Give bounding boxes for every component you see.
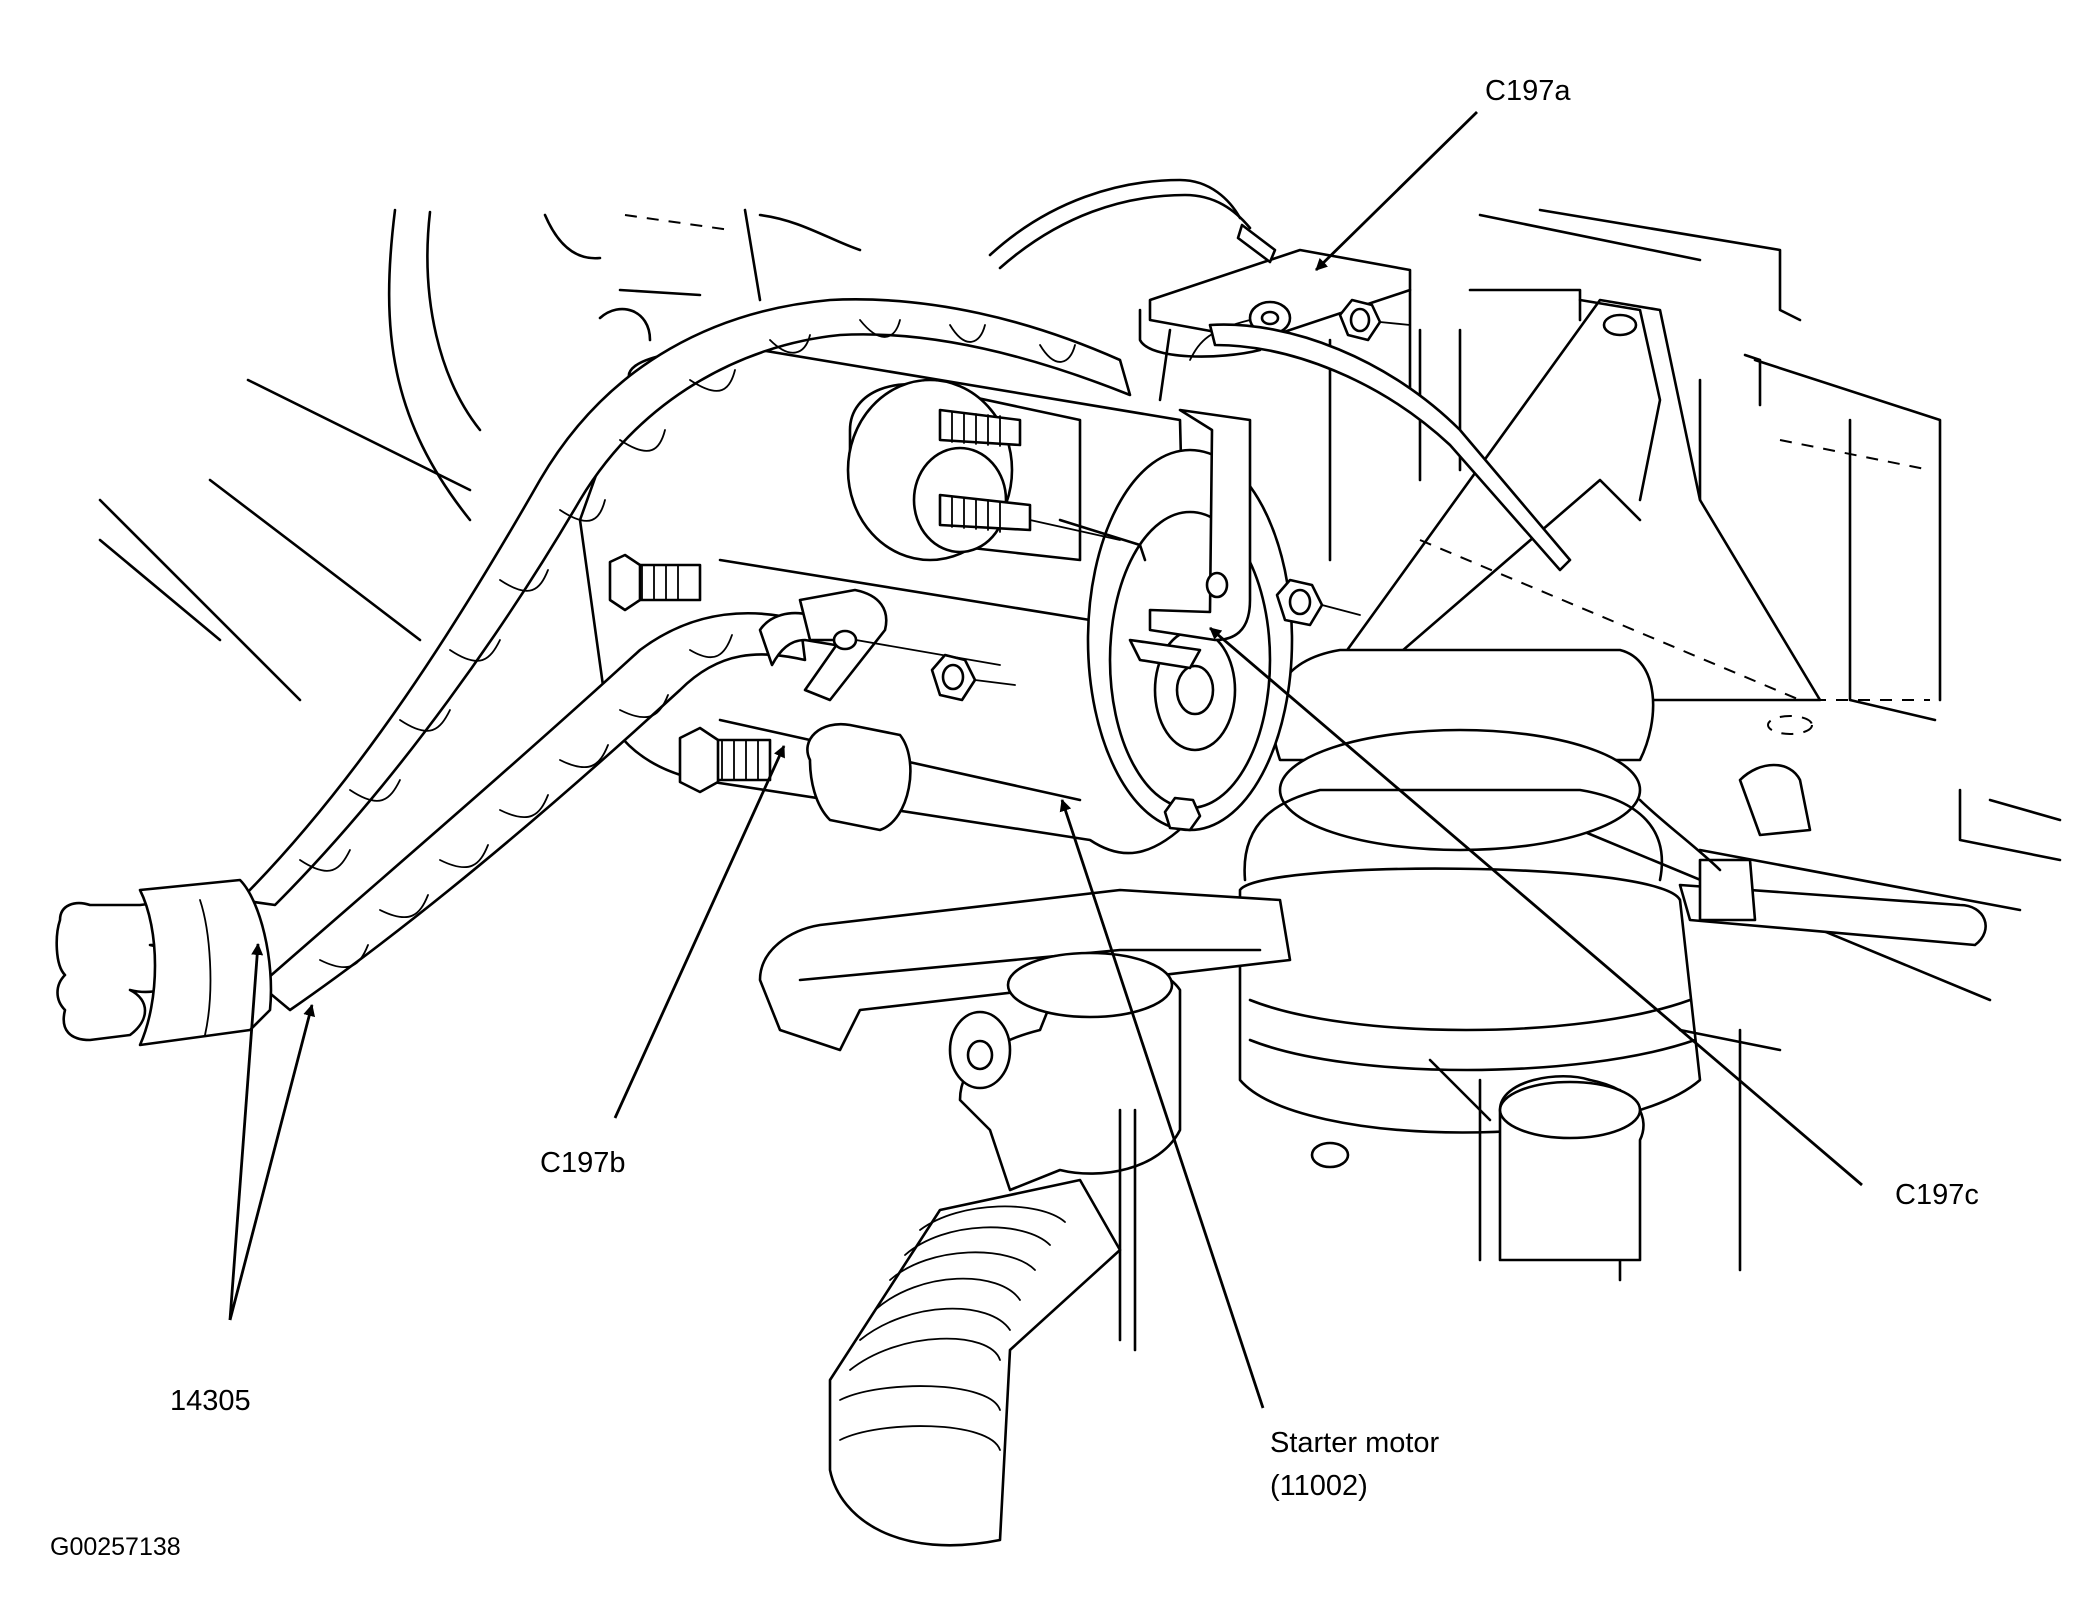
transmission-housing <box>1238 648 1782 1282</box>
leader-harness-2 <box>228 1004 316 1321</box>
wire-harness-14305 <box>55 298 1132 1047</box>
right-hose-and-clip <box>1638 763 1987 947</box>
upper-bracket-block <box>1138 248 1412 402</box>
leader-harness-1 <box>228 943 264 1321</box>
label-starter-motor: Starter motor <box>1270 1427 1440 1459</box>
label-c197b: C197b <box>540 1147 625 1179</box>
callout-labels: C197a C197b C197c 14305 Starter motor (1… <box>50 75 1979 1561</box>
label-starter-part-number: (11002) <box>1270 1470 1368 1502</box>
leader-c197c <box>1209 626 1863 1187</box>
ring-terminal-c197a <box>988 178 1292 361</box>
lower-housing <box>758 888 1645 1352</box>
label-c197c: C197c <box>1895 1179 1979 1211</box>
callout-leaders <box>228 111 1863 1409</box>
label-14305: 14305 <box>170 1385 251 1417</box>
corrugated-hose <box>828 1178 1122 1547</box>
leader-c197a <box>1315 111 1478 271</box>
cable-to-c197c <box>1128 323 1572 670</box>
leader-starter <box>1059 799 1265 1409</box>
cable-to-c197b <box>758 588 1001 702</box>
label-c197a: C197a <box>1485 75 1571 107</box>
studs-and-nuts <box>608 298 1411 832</box>
figure-id: G00257138 <box>50 1533 181 1561</box>
leader-c197b <box>613 745 786 1119</box>
